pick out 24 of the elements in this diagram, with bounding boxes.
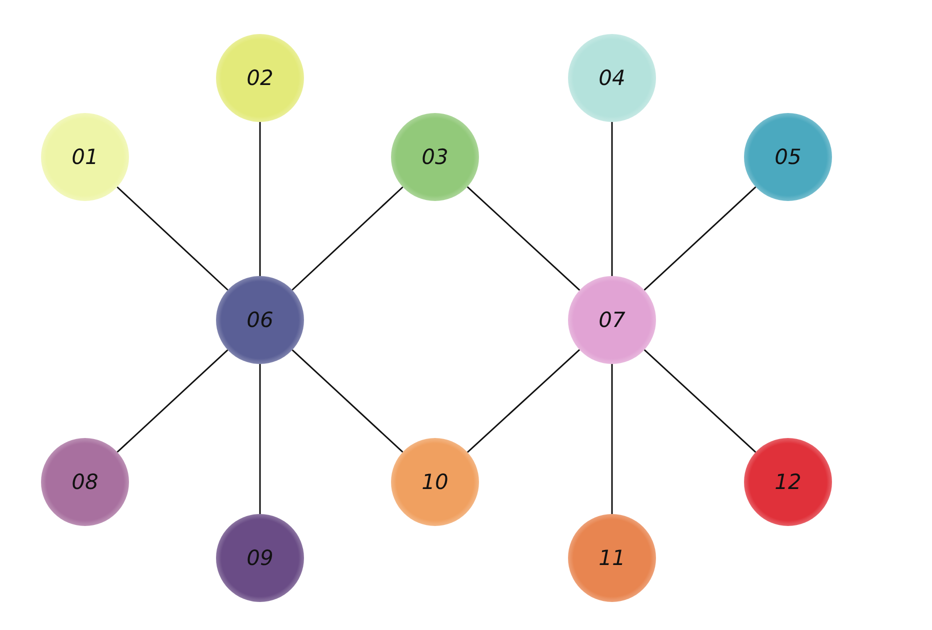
node-number: 07 — [598, 308, 626, 332]
connector-line — [116, 349, 228, 453]
connector-line — [259, 364, 261, 514]
connector-line — [611, 122, 613, 276]
connector-line — [292, 349, 404, 453]
connector-line — [644, 349, 756, 453]
node-number: 11 — [598, 546, 626, 570]
node-number: 02 — [246, 66, 274, 90]
connector-line — [292, 186, 404, 291]
node-number: 01 — [72, 145, 98, 169]
connector-line — [611, 364, 613, 514]
node-number: 05 — [774, 145, 802, 169]
node-number: 10 — [422, 470, 448, 494]
connector-line — [466, 186, 580, 291]
connector-line — [116, 186, 228, 291]
connector-line — [259, 122, 261, 276]
connector-line — [466, 349, 580, 453]
connector-line — [644, 186, 756, 291]
node-number: 09 — [246, 546, 274, 570]
node-number: 04 — [598, 66, 626, 90]
node-number: 06 — [246, 308, 274, 332]
node-number: 08 — [72, 470, 98, 494]
node-number: 03 — [422, 145, 448, 169]
node-number: 12 — [774, 470, 802, 494]
